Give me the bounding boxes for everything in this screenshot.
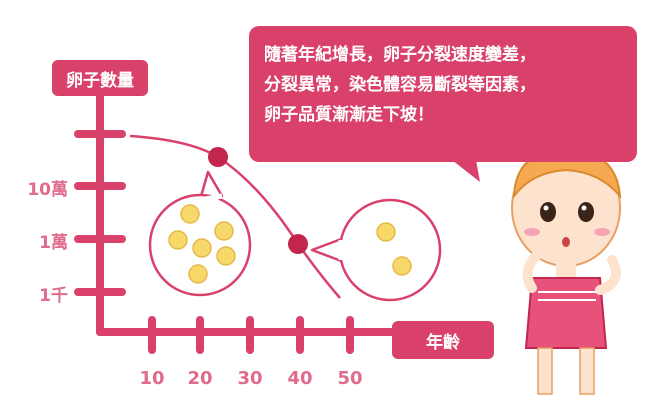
egg-icon [376, 222, 396, 242]
x-tick-label-20: 20 [187, 368, 213, 389]
x-tick-label-50: 50 [337, 368, 363, 389]
egg-cluster-many [168, 204, 236, 284]
x-tick-label-10: 10 [139, 368, 165, 389]
y-tick-label-1qian: 1千 [39, 286, 68, 306]
y-tick-label-1wan: 1萬 [39, 233, 68, 253]
x-tick-label-30: 30 [237, 368, 263, 389]
egg-icon [192, 238, 212, 258]
speech-bubble [249, 26, 637, 162]
speech-bubble-tail [452, 160, 480, 182]
egg-callout-young [148, 170, 252, 297]
curve-point-age-40 [288, 234, 308, 254]
egg-icon [188, 264, 208, 284]
egg-callout-older [310, 198, 442, 302]
egg-icon [214, 221, 234, 241]
speech-bubble-text: 隨著年紀增長，卵子分裂速度變差， 分裂異常，染色體容易斷裂等因素， 卵子品質漸漸… [264, 40, 634, 130]
decline-curve [129, 134, 341, 299]
x-axis-label: 年齡 [392, 321, 494, 359]
x-tick-label-40: 40 [287, 368, 313, 389]
egg-cluster-few [376, 222, 412, 276]
y-axis-label: 卵子數量 [52, 60, 148, 96]
curve-point-age-20 [208, 147, 228, 167]
speech-line: 分裂異常，染色體容易斷裂等因素， [264, 75, 536, 95]
speech-line: 隨著年紀增長，卵子分裂速度變差， [264, 45, 536, 65]
egg-icon [216, 246, 236, 266]
speech-line: 卵子品質漸漸走下坡！ [264, 105, 434, 125]
axes [74, 92, 396, 354]
egg-icon [392, 256, 412, 276]
egg-icon [180, 204, 200, 224]
cartoon-girl-illustration [511, 126, 622, 395]
y-tick-label-10wan: 10萬 [27, 180, 68, 200]
egg-icon [168, 230, 188, 250]
